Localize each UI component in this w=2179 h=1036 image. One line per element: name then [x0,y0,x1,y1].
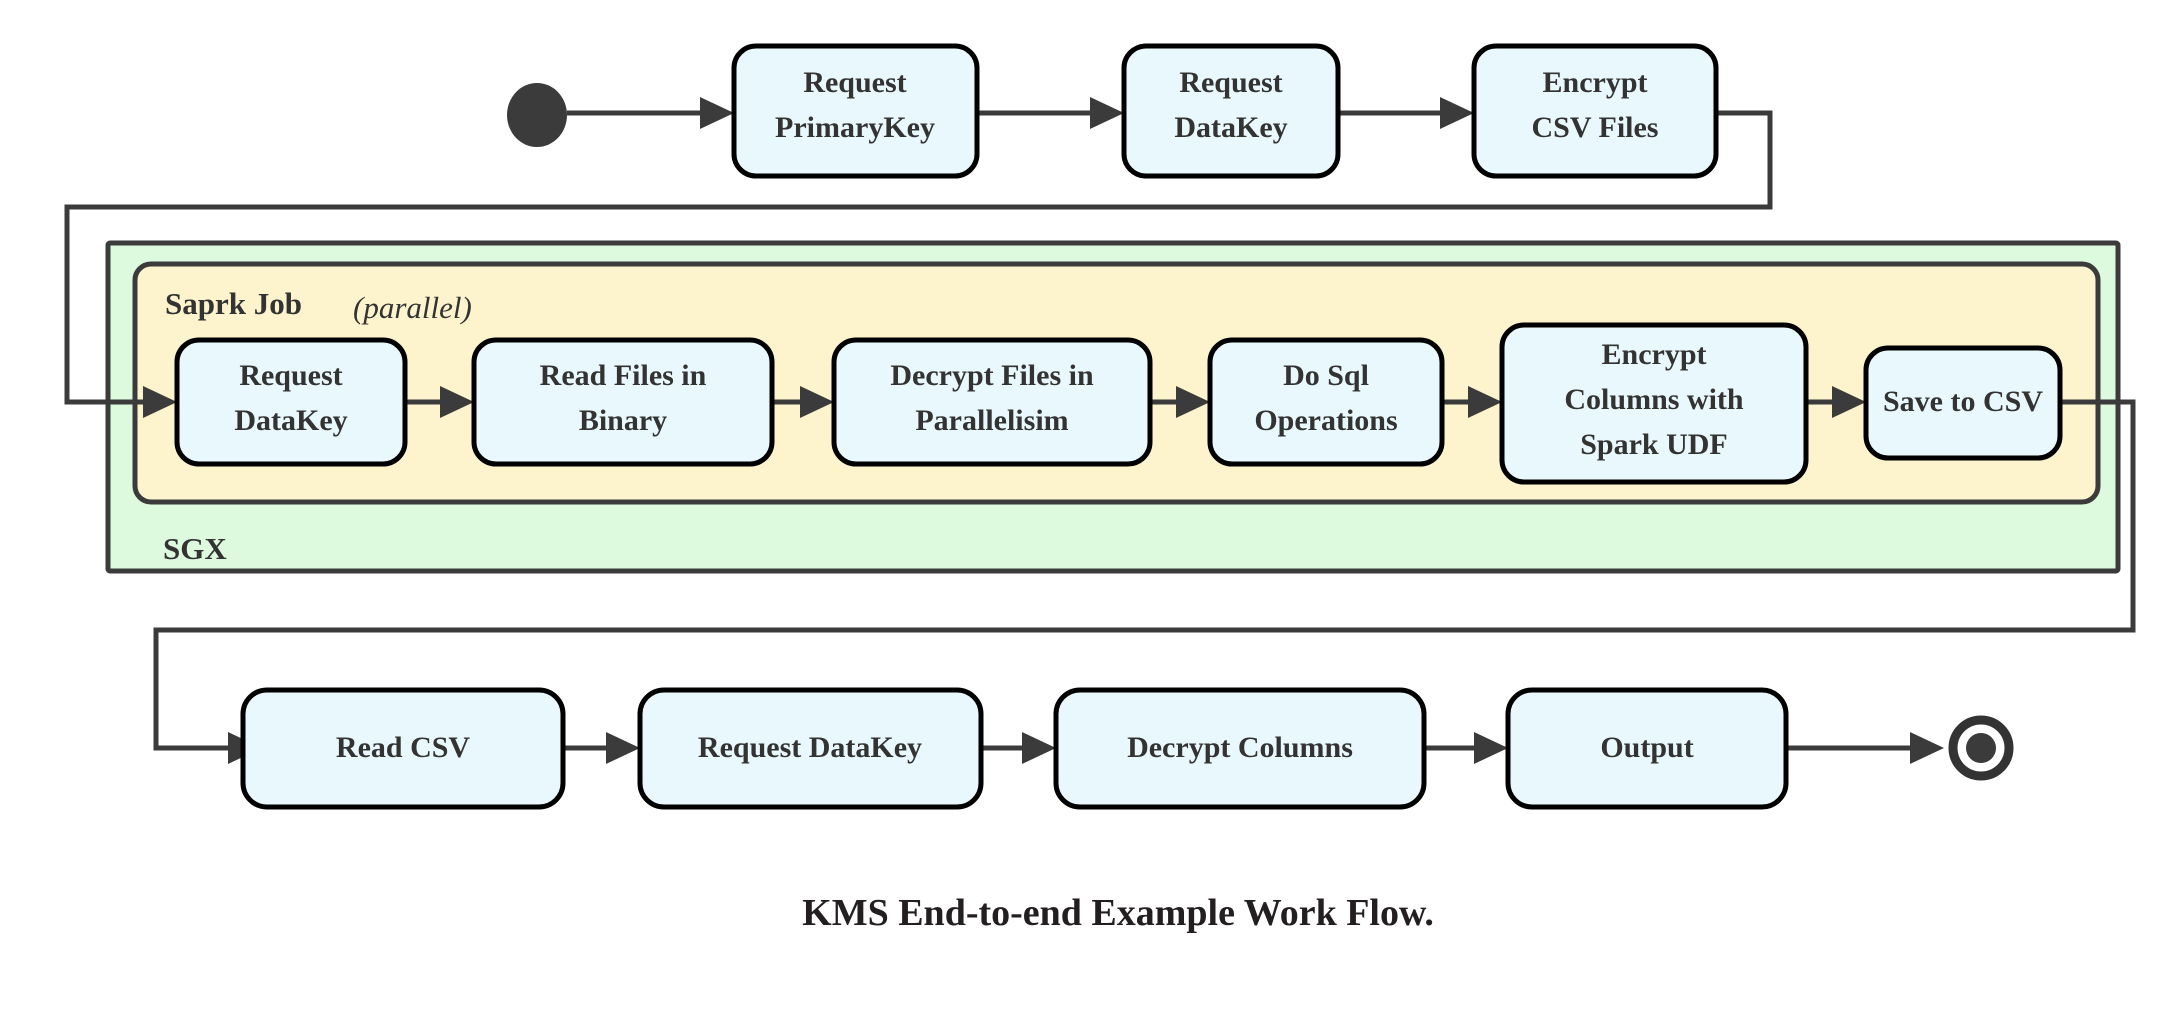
node-read-files-in-binary-rect[interactable] [471,337,775,467]
arrowhead-spark-datakey-to-read-files [440,386,474,418]
node-do-sql-operations-rect[interactable] [1207,337,1445,467]
node-read-csv[interactable]: Read CSV [240,687,566,810]
node-decrypt-columns-rect[interactable] [1053,687,1427,810]
node-read-files-in-binary[interactable]: Read Files in Binary [471,337,775,467]
arrowhead-datakey-to-encrypt-csv [1440,97,1474,129]
end-node [1948,715,2014,781]
node-encrypt-columns-with-spark-udf-line-2: Spark UDF [1580,428,1728,461]
arrowhead-decrypt-files-to-do-sql [1176,386,1210,418]
arrowhead-request-datakey-to-decrypt-columns [1022,732,1056,764]
node-read-files-in-binary-line-0: Read Files in [540,359,707,392]
node-decrypt-files-in-parallelisim-line-0: Decrypt Files in [890,359,1094,392]
node-encrypt-csv-files[interactable]: Encrypt CSV Files [1471,43,1719,179]
node-encrypt-columns-with-spark-udf-rect[interactable] [1499,322,1809,485]
node-request-datakey-top[interactable]: Request DataKey [1121,43,1341,179]
arrowhead-encrypt-columns-to-save-csv [1832,386,1866,418]
end-node-core [1966,733,1996,763]
node-read-files-in-binary-line-1: Binary [579,404,667,437]
node-request-datakey-bottom[interactable]: Request DataKey [637,687,984,810]
sgx-container-label: SGX [163,531,227,566]
node-encrypt-csv-files-line-0: Encrypt [1543,66,1648,99]
node-decrypt-columns[interactable]: Decrypt Columns [1053,687,1427,810]
node-request-primarykey-line-1: PrimaryKey [775,111,935,144]
node-request-datakey-top-line-0: Request [1179,66,1282,99]
edge-save-csv-to-read-csv [153,399,2136,751]
node-save-to-csv[interactable]: Save to CSV [1863,345,2063,461]
node-encrypt-columns-with-spark-udf[interactable]: Encrypt Columns with Spark UDF [1499,322,1809,485]
node-do-sql-operations[interactable]: Do Sql Operations [1207,337,1445,467]
spark-job-label-italic: (parallel) [353,290,472,325]
node-decrypt-files-in-parallelisim-line-1: Parallelisim [915,404,1068,437]
node-read-csv-rect[interactable] [240,687,566,810]
end-node-ring [1948,715,2014,781]
node-output[interactable]: Output [1505,687,1789,810]
node-request-datakey-bottom-line-0: Request DataKey [698,731,922,764]
diagram-caption: KMS End-to-end Example Work Flow. [802,892,1434,934]
node-do-sql-operations-line-1: Operations [1254,404,1397,437]
node-decrypt-files-in-parallelisim[interactable]: Decrypt Files in Parallelisim [831,337,1153,467]
node-read-csv-line-0: Read CSV [336,731,471,764]
node-decrypt-columns-line-0: Decrypt Columns [1127,731,1353,764]
arrowhead-encrypt-csv-to-spark-datakey [143,386,177,418]
arrowhead-start-to-request-primarykey [700,97,734,129]
edge-encrypt-csv-to-spark-datakey [64,110,1773,405]
node-request-datakey-top-rect[interactable] [1121,43,1341,179]
node-request-datakey-spark-line-0: Request [239,359,342,392]
arrowhead-do-sql-to-encrypt-columns [1468,386,1502,418]
arrowhead-read-csv-to-request-datakey [606,732,640,764]
node-request-datakey-spark[interactable]: Request DataKey [174,337,408,467]
node-encrypt-csv-files-rect[interactable] [1471,43,1719,179]
node-request-datakey-top-line-1: DataKey [1174,111,1287,144]
arrowhead-output-to-end-node [1910,732,1944,764]
node-encrypt-columns-with-spark-udf-line-1: Columns with [1564,383,1744,416]
node-do-sql-operations-line-0: Do Sql [1283,359,1369,392]
edges [64,97,2136,764]
node-output-line-0: Output [1600,731,1693,764]
arrowhead-read-files-to-decrypt-files [800,386,834,418]
node-encrypt-csv-files-line-1: CSV Files [1532,111,1659,144]
node-request-datakey-spark-line-1: DataKey [234,404,347,437]
node-request-primarykey-line-0: Request [803,66,906,99]
node-decrypt-files-in-parallelisim-rect[interactable] [831,337,1153,467]
start-node [507,83,567,147]
node-save-to-csv-line-0: Save to CSV [1883,385,2043,418]
node-request-primarykey[interactable]: Request PrimaryKey [731,43,980,179]
node-request-primarykey-rect[interactable] [731,43,980,179]
spark-job-label-bold: Saprk Job [165,286,302,321]
node-output-rect[interactable] [1505,687,1789,810]
arrowhead-decrypt-columns-to-output [1474,732,1508,764]
node-save-to-csv-rect[interactable] [1863,345,2063,461]
node-request-datakey-spark-rect[interactable] [174,337,408,467]
node-encrypt-columns-with-spark-udf-line-0: Encrypt [1602,338,1707,371]
arrowhead-primarykey-to-datakey [1090,97,1124,129]
node-request-datakey-bottom-rect[interactable] [637,687,984,810]
